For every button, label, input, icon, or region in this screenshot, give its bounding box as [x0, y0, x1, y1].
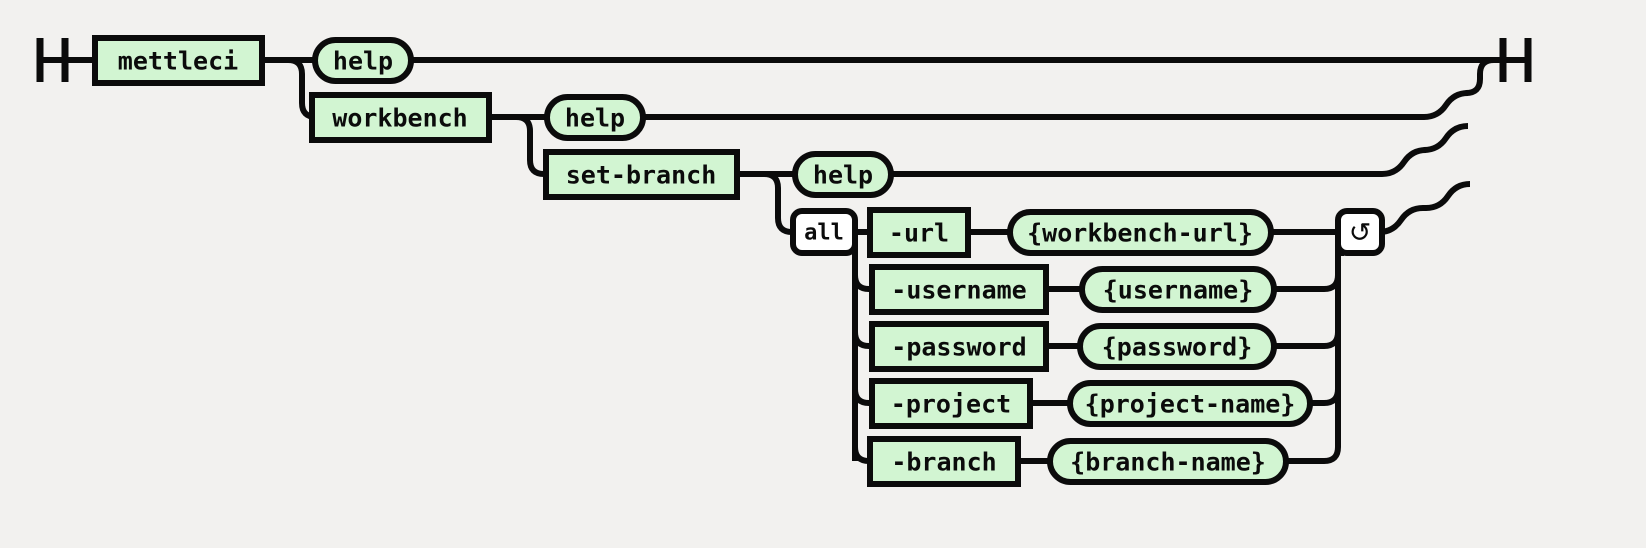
node-root-help[interactable]: help [312, 37, 414, 84]
node-all-group[interactable]: all [790, 208, 858, 256]
option-flag-label: -username [891, 276, 1026, 305]
option-flag-label: -project [891, 390, 1011, 419]
option-flag-label: -password [891, 333, 1026, 362]
node-mettleci[interactable]: mettleci [92, 35, 265, 86]
start-rail-cap [36, 38, 95, 82]
option-value-label: {password} [1102, 333, 1253, 362]
option-flag-label: -url [889, 219, 949, 248]
node-all-group-label: all [804, 221, 844, 246]
node-workbench-help-label: help [565, 104, 625, 133]
option-row[interactable]: -password {password} [869, 321, 1277, 372]
option-row[interactable]: -username {username} [869, 264, 1277, 315]
node-root-help-label: help [333, 47, 393, 76]
node-workbench[interactable]: workbench [309, 92, 492, 143]
node-set-branch-help-label: help [813, 161, 873, 190]
option-value-label: {workbench-url} [1027, 219, 1253, 248]
node-set-branch-help[interactable]: help [792, 151, 894, 198]
option-value-label: {username} [1103, 276, 1254, 305]
node-set-branch-label: set-branch [566, 161, 717, 190]
loop-repeat-glyph: ↺ [1349, 218, 1372, 249]
node-workbench-label: workbench [332, 104, 467, 133]
option-row[interactable]: -project {project-name} [869, 378, 1313, 429]
node-set-branch[interactable]: set-branch [543, 149, 740, 200]
option-row[interactable]: -url {workbench-url} [867, 207, 1274, 258]
option-row[interactable]: -branch {branch-name} [867, 436, 1289, 487]
option-value-label: {branch-name} [1070, 448, 1266, 477]
node-mettleci-label: mettleci [118, 47, 238, 76]
loop-repeat-icon[interactable]: ↺ [1335, 208, 1385, 256]
end-rail-cap [1490, 38, 1532, 82]
option-value-label: {project-name} [1085, 390, 1296, 419]
option-flag-label: -branch [891, 448, 996, 477]
node-workbench-help[interactable]: help [544, 94, 646, 141]
